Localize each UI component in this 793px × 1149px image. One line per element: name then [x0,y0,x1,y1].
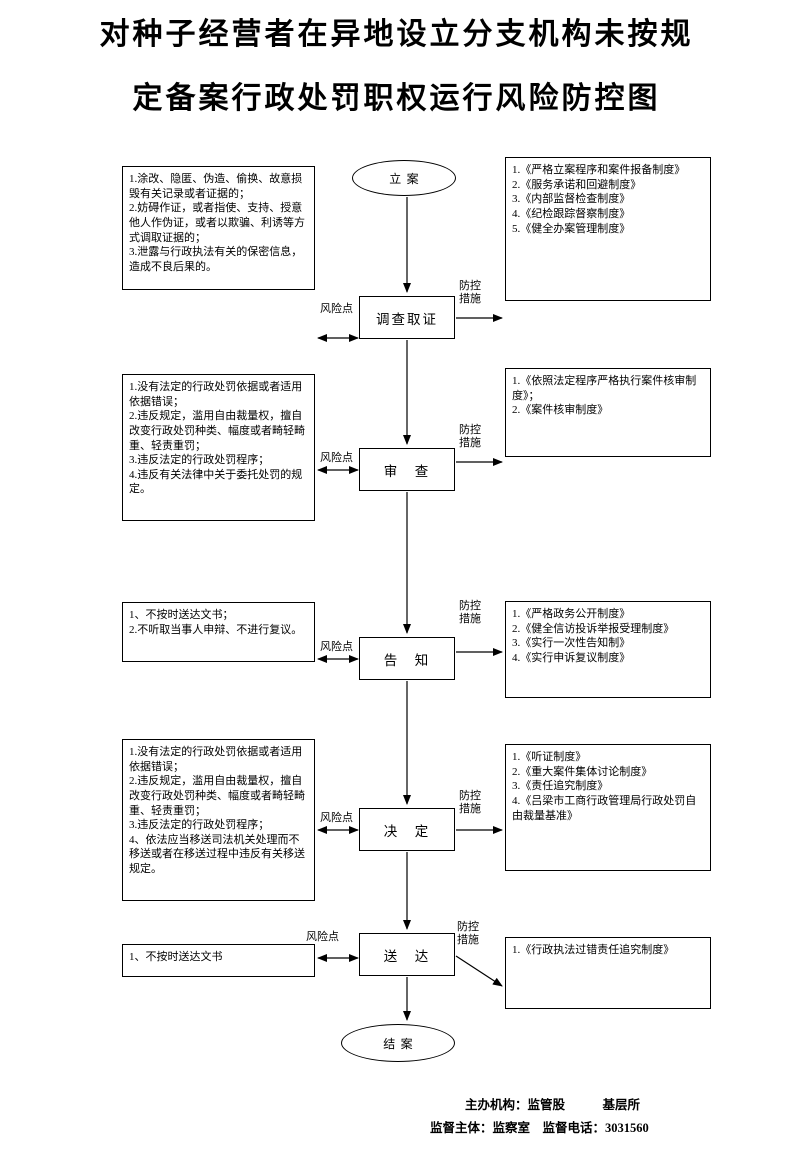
control-box-2: 1.《依照法定程序严格执行案件核审制度》； 2.《案件核审制度》 [505,368,711,457]
flow-end-node: 结案 [341,1024,455,1062]
control-measure-label-3: 防控 措施 [459,600,481,625]
footer-host-org: 主办机构：监管股 基层所 [465,1098,641,1112]
risk-point-label-2: 风险点 [320,452,353,464]
flow-step-investigation: 调查取证 [359,296,455,339]
control-box-1: 1.《严格立案程序和案件报备制度》 2.《服务承诺和回避制度》 3.《内部监督检… [505,157,711,301]
control-measure-label-1: 防控 措施 [459,280,481,305]
flow-step-decision: 决 定 [359,808,455,851]
title-line-2: 定备案行政处罚职权运行风险防控图 [132,82,661,115]
risk-point-label-3: 风险点 [320,641,353,653]
control-box-3: 1.《严格政务公开制度》 2.《健全信访投诉举报受理制度》 3.《实行一次性告知… [505,601,711,698]
page-title: 对种子经营者在异地设立分支机构未按规 定备案行政处罚职权运行风险防控图 [0,18,793,116]
risk-point-label-1: 风险点 [320,303,353,315]
risk-box-1: 1.涂改、隐匿、伪造、偷换、故意损毁有关记录或者证据的； 2.妨碍作证，或者指使… [122,166,315,290]
risk-point-label-4: 风险点 [320,812,353,824]
control-measure-label-4: 防控 措施 [459,790,481,815]
flow-step-review: 审 查 [359,448,455,491]
arrow-control-5 [455,955,503,987]
risk-point-label-5: 风险点 [306,931,339,943]
risk-box-2: 1.没有法定的行政处罚依据或者适用依据错误； 2.违反规定，滥用自由裁量权，擅自… [122,374,315,521]
control-box-5: 1.《行政执法过错责任追究制度》 [505,937,711,1009]
control-measure-label-2: 防控 措施 [459,424,481,449]
title-line-1: 对种子经营者在异地设立分支机构未按规 [99,18,694,51]
risk-box-5: 1、不按时送达文书 [122,944,315,977]
footer-supervisor: 监督主体：监察室 监督电话：3031560 [430,1121,649,1135]
control-box-4: 1.《听证制度》 2.《重大案件集体讨论制度》 3.《责任追究制度》 4.《吕梁… [505,744,711,871]
control-measure-label-5: 防控 措施 [457,921,479,946]
risk-box-3: 1、不按时送达文书； 2.不听取当事人申辩、不进行复议。 [122,602,315,662]
flow-step-notification: 告 知 [359,637,455,680]
flow-step-delivery: 送 达 [359,933,455,976]
risk-box-4: 1.没有法定的行政处罚依据或者适用依据错误； 2.违反规定，滥用自由裁量权，擅自… [122,739,315,901]
flow-start-node: 立案 [352,160,456,196]
